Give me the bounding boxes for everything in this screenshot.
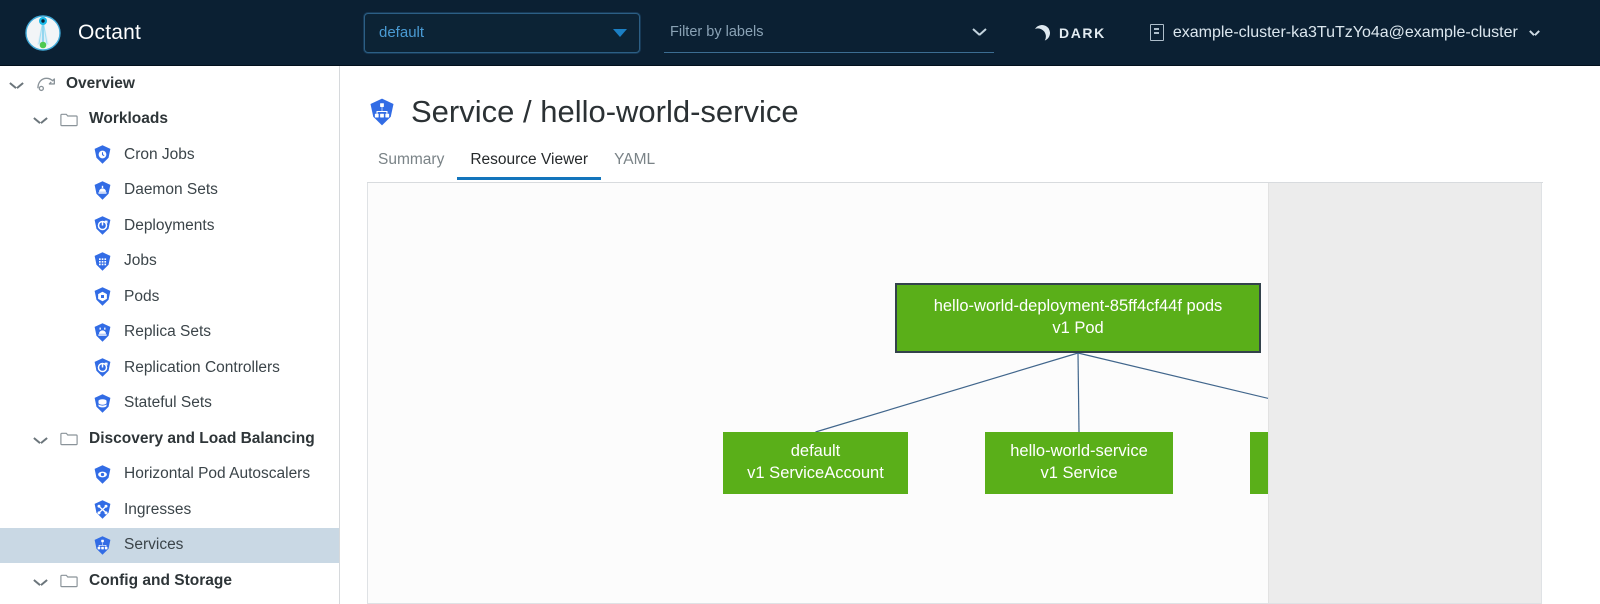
sidebar-item-overview[interactable]: Overview: [0, 66, 339, 102]
label-filter-input[interactable]: Filter by labels: [664, 13, 994, 53]
theme-toggle-label: DARK: [1059, 24, 1106, 41]
chevron-down-icon[interactable]: [34, 115, 47, 123]
sidebar-item-label: Deployments: [124, 216, 215, 234]
sidebar-item-label: Discovery and Load Balancing: [89, 429, 315, 447]
overview-icon: [36, 75, 55, 92]
sidebar-item-discovery-and-load-balancing[interactable]: Discovery and Load Balancing: [0, 421, 339, 457]
main-content: Service / hello-world-service Summary Res…: [341, 66, 1600, 604]
k8s-replicaset-icon: [92, 322, 113, 343]
tab-summary[interactable]: Summary: [378, 151, 445, 168]
sidebar-item-label: Overview: [66, 74, 135, 92]
sidebar-item-label: Pods: [124, 287, 160, 305]
sidebar-item-ingresses[interactable]: Ingresses: [0, 492, 339, 528]
sidebar-item-horizontal-pod-autoscalers[interactable]: Horizontal Pod Autoscalers: [0, 457, 339, 493]
detail-side-panel: [1268, 183, 1541, 603]
sidebar-item-deployments[interactable]: Deployments: [0, 208, 339, 244]
node-line-2: v1 Pod: [1052, 319, 1104, 337]
cluster-selector[interactable]: example-cluster-ka3TuTzYo4a@example-clus…: [1149, 23, 1539, 42]
folder-icon: [60, 112, 78, 127]
folder-icon: [60, 431, 78, 446]
node-line-1: hello-world-service: [1010, 442, 1148, 461]
sidebar-item-label: Workloads: [89, 110, 168, 128]
sidebar-item-label: Services: [124, 536, 184, 554]
sidebar-item-services[interactable]: Services: [0, 527, 339, 563]
k8s-service-icon: [367, 97, 397, 127]
sidebar-item-label: Cron Jobs: [124, 145, 195, 163]
namespace-value: default: [379, 24, 425, 41]
cluster-icon: [1149, 24, 1164, 41]
brand[interactable]: Octant: [0, 12, 340, 54]
k8s-statefulset-icon: [92, 393, 113, 414]
sidebar-item-label: Replica Sets: [124, 323, 212, 341]
graph-edge: [815, 352, 1079, 433]
k8s-daemonset-icon: [92, 180, 113, 201]
chevron-down-icon[interactable]: [10, 80, 23, 88]
cluster-name: example-cluster-ka3TuTzYo4a@example-clus…: [1172, 23, 1518, 41]
graph-node-service[interactable]: hello-world-service v1 Service: [985, 432, 1173, 494]
sidebar-item-workloads[interactable]: Workloads: [0, 102, 339, 138]
sidebar-item-replication-controllers[interactable]: Replication Controllers: [0, 350, 339, 386]
sidebar-item-label: Stateful Sets: [124, 394, 212, 412]
sidebar-item-label: Daemon Sets: [124, 181, 218, 199]
tab-resource-viewer[interactable]: Resource Viewer: [457, 149, 601, 180]
sidebar-item-pods[interactable]: Pods: [0, 279, 339, 315]
sidebar-item-replica-sets[interactable]: Replica Sets: [0, 315, 339, 351]
k8s-cronjob-icon: [92, 144, 113, 165]
k8s-pod-icon: [92, 286, 113, 307]
sidebar-item-config-and-storage[interactable]: Config and Storage: [0, 563, 339, 599]
brand-name: Octant: [78, 20, 142, 44]
top-header: Octant default Filter by labels DARK exa…: [0, 0, 1600, 66]
sidebar-item-cron-jobs[interactable]: Cron Jobs: [0, 137, 339, 173]
sidebar-item-stateful-sets[interactable]: Stateful Sets: [0, 386, 339, 422]
k8s-job-icon: [92, 251, 113, 272]
node-line-2: v1 ServiceAccount: [747, 464, 884, 482]
page-title-text: Service / hello-world-service: [411, 94, 799, 129]
chevron-down-icon[interactable]: [34, 577, 47, 585]
sidebar-item-daemon-sets[interactable]: Daemon Sets: [0, 173, 339, 209]
sidebar-item-label: Jobs: [124, 252, 157, 270]
sidebar-item-jobs[interactable]: Jobs: [0, 244, 339, 280]
k8s-ingress-icon: [92, 499, 113, 520]
octant-logo-icon: [22, 12, 64, 54]
graph-node-sa[interactable]: default v1 ServiceAccount: [723, 432, 908, 494]
sidebar-item-label: Config and Storage: [89, 571, 232, 589]
node-line-2: v1 Service: [1040, 464, 1118, 482]
sidebar-item-label: Ingresses: [124, 500, 192, 518]
chevron-down-icon: [1530, 30, 1539, 36]
folder-icon: [60, 573, 78, 588]
tab-bar: Summary Resource Viewer YAML: [367, 149, 1543, 183]
node-line-1: default: [790, 442, 841, 461]
moon-icon: [1032, 22, 1052, 42]
tab-yaml[interactable]: YAML: [614, 151, 656, 168]
chevron-down-icon: [973, 28, 986, 36]
sidebar-item-label: Horizontal Pod Autoscalers: [124, 465, 311, 483]
caret-down-icon: [613, 28, 627, 37]
page-title: Service / hello-world-service: [341, 66, 1600, 130]
graph-node-pod[interactable]: hello-world-deployment-85ff4cf44f pods v1…: [895, 283, 1261, 353]
sidebar-item-label: Replication Controllers: [124, 358, 280, 376]
resource-viewer-canvas: hello-world-deployment-85ff4cf44f pods v1…: [367, 183, 1542, 604]
k8s-service-icon: [92, 535, 113, 556]
namespace-select[interactable]: default: [364, 12, 640, 53]
k8s-deployment-icon: [92, 215, 113, 236]
label-filter-placeholder: Filter by labels: [670, 24, 764, 40]
k8s-rc-icon: [92, 357, 113, 378]
graph-edge: [1077, 352, 1080, 433]
theme-toggle[interactable]: DARK: [1034, 25, 1106, 41]
node-line-1: hello-world-deployment-85ff4cf44f pods: [933, 297, 1223, 316]
chevron-down-icon[interactable]: [34, 435, 47, 443]
k8s-hpa-icon: [92, 464, 113, 485]
